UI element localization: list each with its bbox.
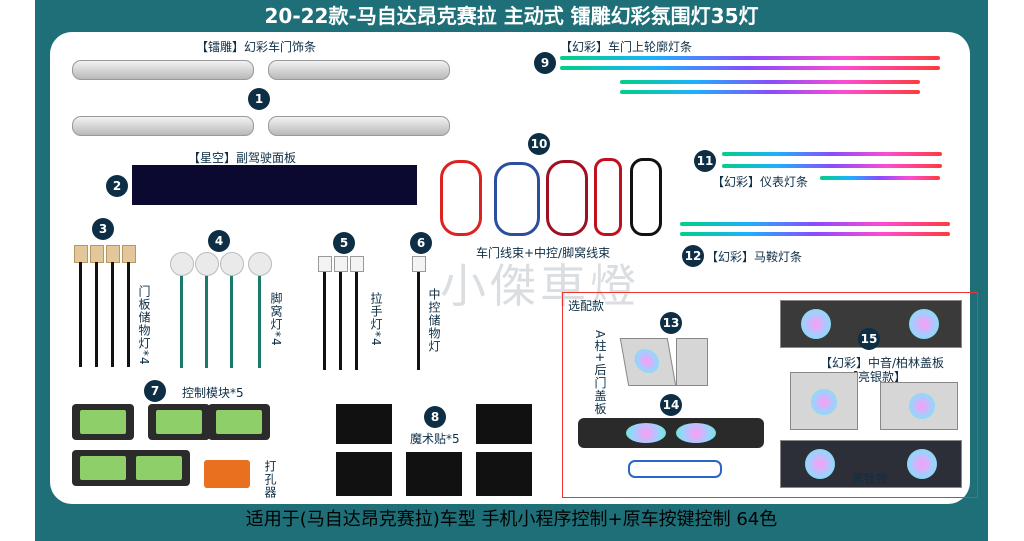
led-strip xyxy=(820,176,940,180)
optional-section xyxy=(562,292,978,498)
door-trim xyxy=(268,60,450,80)
page-title: 20-22款-马自达昂克赛拉 主动式 镭雕幻彩氛围灯35灯 xyxy=(264,4,759,28)
item-4-number: 4 xyxy=(208,230,230,252)
wire xyxy=(417,272,420,370)
item-11-number: 11 xyxy=(694,150,716,172)
item-1-label: 【镭雕】幻彩车门饰条 xyxy=(196,40,317,54)
item-3-number: 3 xyxy=(92,218,114,240)
connector xyxy=(412,256,426,272)
velcro-pad xyxy=(336,404,392,444)
wire-harness xyxy=(440,160,482,236)
connector xyxy=(350,256,364,272)
item-6-label: 中控储物灯 xyxy=(427,288,441,353)
optional-label: 选配款 xyxy=(568,299,605,313)
item-11-label: 【幻彩】仪表灯条 xyxy=(712,175,809,189)
item-13-label: A柱+后门盖板 xyxy=(593,330,607,416)
control-module xyxy=(208,404,270,440)
wire xyxy=(127,262,130,367)
led-strip xyxy=(620,90,920,94)
led-strip xyxy=(680,222,950,226)
watermark: 小傑車燈 xyxy=(440,259,640,313)
item-12-number: 12 xyxy=(682,245,704,267)
wire-harness xyxy=(494,162,540,236)
control-module xyxy=(72,450,134,486)
item-8-number: 8 xyxy=(424,406,446,428)
item-15-sublabel: 【亮银款】 xyxy=(846,370,907,384)
control-module xyxy=(148,404,210,440)
item-14-number: 14 xyxy=(660,394,682,416)
connector xyxy=(90,245,104,263)
item-1-number: 1 xyxy=(248,88,270,110)
wire xyxy=(339,272,342,370)
led-strip xyxy=(722,152,942,156)
footwell-light xyxy=(170,252,194,276)
speaker-cover xyxy=(880,382,958,430)
led-strip xyxy=(560,66,940,70)
wire-harness xyxy=(594,158,622,236)
rear-door-cover xyxy=(676,338,708,386)
item-3-label: 门板储物灯*4 xyxy=(137,285,151,366)
connector xyxy=(318,256,332,272)
wire xyxy=(111,262,114,367)
footwell-light xyxy=(248,252,272,276)
wire xyxy=(205,276,208,368)
item-8-label: 魔术贴*5 xyxy=(410,432,460,446)
connector xyxy=(334,256,348,272)
footer-caption: 适用于(马自达昂克赛拉)车型 手机小程序控制+原车按键控制 64色 xyxy=(245,509,778,530)
item-9-number: 9 xyxy=(534,52,556,74)
velcro-pad xyxy=(336,452,392,496)
item-2-label: 【星空】副驾驶面板 xyxy=(188,151,297,165)
footwell-light xyxy=(220,252,244,276)
item-10-label: 车门线束+中控/脚窝线束 xyxy=(476,246,611,260)
speaker-cover-black xyxy=(780,440,962,488)
wire xyxy=(79,262,82,367)
item-12-label: 【幻彩】马鞍灯条 xyxy=(706,250,803,264)
hole-puncher-image xyxy=(204,460,250,488)
control-module xyxy=(128,450,190,486)
item-9-label: 【幻彩】车门上轮廓灯条 xyxy=(560,40,693,54)
wire-harness xyxy=(630,158,662,236)
wire xyxy=(180,276,183,368)
led-strip xyxy=(620,80,920,84)
wire xyxy=(355,272,358,370)
door-trim xyxy=(72,116,254,136)
led-strip xyxy=(680,232,950,236)
item-10-number: 10 xyxy=(528,133,550,155)
door-trim xyxy=(268,116,450,136)
velcro-pad xyxy=(476,452,532,496)
wire xyxy=(95,262,98,367)
item-7-label: 控制模块*5 xyxy=(182,386,244,400)
footwell-light xyxy=(195,252,219,276)
wire xyxy=(323,272,326,370)
a-pillar-cover xyxy=(619,338,677,386)
item-5-label: 拉手灯*4 xyxy=(369,292,383,347)
connector xyxy=(122,245,136,263)
starry-panel-image xyxy=(132,165,417,205)
item-4-label: 脚窝灯*4 xyxy=(269,292,283,347)
item-15-number: 15 xyxy=(858,328,880,350)
item-2-number: 2 xyxy=(106,175,128,197)
wire-harness xyxy=(546,160,588,236)
velcro-pad xyxy=(406,452,462,496)
wire xyxy=(258,276,261,368)
item-15-label: 【幻彩】中音/柏林盖板 xyxy=(820,356,945,370)
item-5-number: 5 xyxy=(333,232,355,254)
wire xyxy=(230,276,233,368)
speaker-cover xyxy=(790,372,858,430)
led-strip xyxy=(722,164,942,168)
connector xyxy=(74,245,88,263)
cable xyxy=(628,460,722,478)
velcro-pad xyxy=(476,404,532,444)
dash-cover xyxy=(578,418,764,448)
item-13-number: 13 xyxy=(660,312,682,334)
control-module xyxy=(72,404,134,440)
door-trim xyxy=(72,60,254,80)
puncher-label: 打孔器 xyxy=(263,460,277,499)
led-strip xyxy=(560,56,940,60)
connector xyxy=(106,245,120,263)
item-6-number: 6 xyxy=(410,232,432,254)
item-7-number: 7 xyxy=(144,380,166,402)
black-label: 黑钛款 xyxy=(852,472,889,486)
